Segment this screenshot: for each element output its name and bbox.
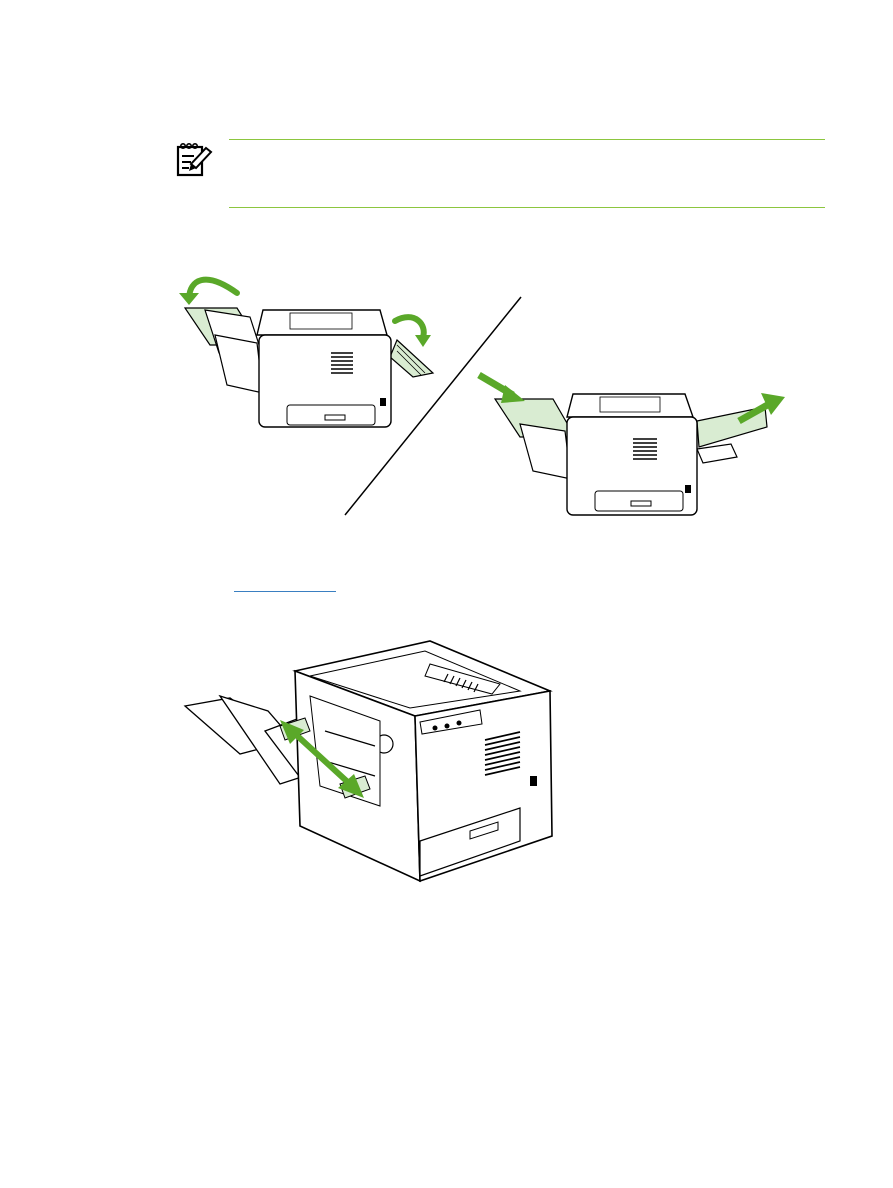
figure-tray1-guides (183, 640, 553, 883)
note-bottom-rule (229, 207, 825, 208)
printer-right-view (477, 371, 785, 516)
note-top-rule (229, 139, 825, 140)
divider-line (344, 296, 522, 516)
note-pad-pencil-icon (176, 142, 213, 177)
cross-reference-link[interactable] (234, 591, 336, 592)
printer-left-view (179, 276, 435, 428)
figure-paper-path-views (179, 276, 785, 516)
